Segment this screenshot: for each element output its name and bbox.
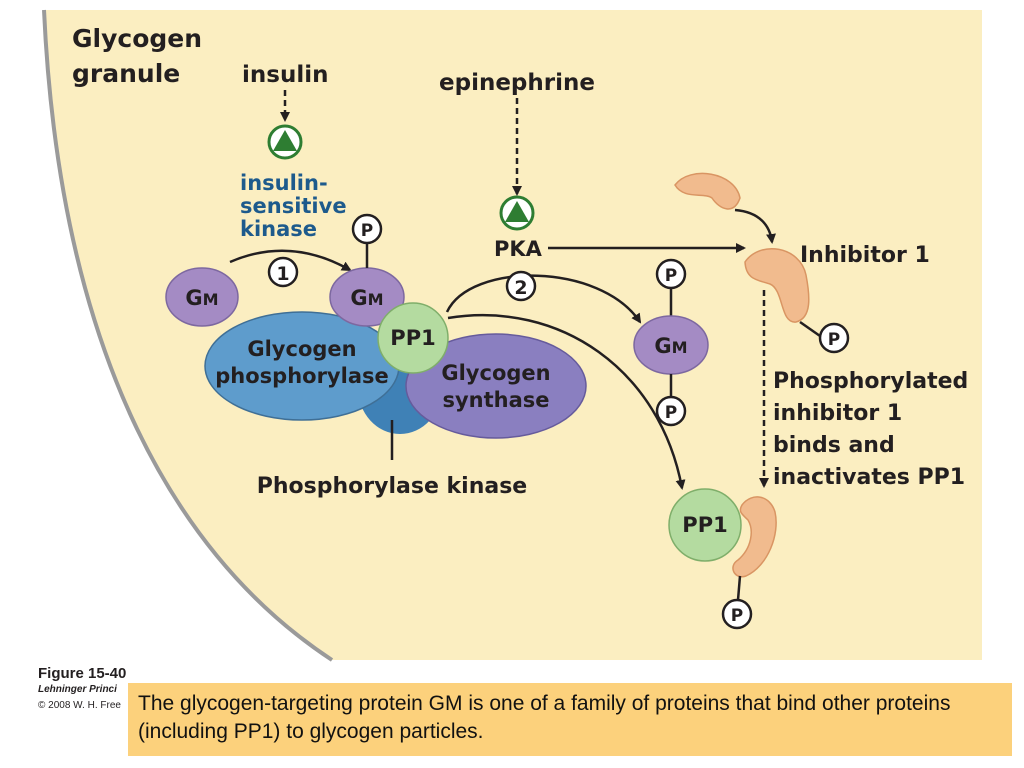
title-line2: granule [72, 59, 180, 88]
kinase-label-line2: sensitive [240, 194, 347, 218]
phosphate-gm-complex: P [351, 213, 383, 245]
svg-text:PP1: PP1 [390, 326, 435, 350]
svg-text:Glycogen: Glycogen [441, 361, 550, 385]
phosphate-gm-top: P [655, 258, 687, 290]
step2-arrow-to-gm [445, 274, 642, 324]
insulin-label: insulin [242, 62, 328, 88]
phosphate-inhibitor1: P [818, 322, 850, 354]
gm-protein-phosphorylated: GM [633, 315, 709, 375]
note-line1: Phosphorylated [773, 369, 968, 394]
inhibitor1-label: Inhibitor 1 [800, 243, 930, 268]
note-line3: binds and [773, 433, 895, 458]
step1-badge: 1 [267, 256, 299, 288]
note-line4: inactivates PP1 [773, 465, 965, 490]
insulin-receptor-icon [267, 124, 303, 160]
inhibitor1-free-shape [674, 172, 741, 210]
step1-arrow [229, 249, 352, 272]
inhibitor1-binding-arrow [734, 208, 776, 244]
glycogen-synthase: Glycogen synthase [405, 333, 587, 439]
granule-edge [42, 9, 334, 662]
title-line1: Glycogen [72, 24, 202, 53]
svg-text:GM: GM [185, 286, 218, 310]
phosphorylase-kinase-label: Phosphorylase kinase [257, 474, 527, 499]
gm-protein-complex: GM [329, 267, 405, 327]
svg-text:1: 1 [276, 263, 289, 285]
phosphate-gm-bottom: P [655, 395, 687, 427]
svg-text:2: 2 [514, 277, 527, 299]
phosphate-inhibitor1-bound: P [721, 598, 753, 630]
kinase-label-line1: insulin- [240, 171, 328, 195]
inhibitor1-shape [744, 247, 810, 323]
svg-text:Glycogen: Glycogen [247, 337, 356, 361]
svg-text:PP1: PP1 [682, 513, 727, 537]
svg-text:P: P [828, 330, 840, 350]
figure-copyright: © 2008 W. H. Free [38, 700, 121, 711]
svg-text:GM: GM [654, 334, 687, 358]
pp1-complex: PP1 [377, 302, 449, 374]
step2-arrow-to-pp1 [447, 313, 686, 490]
svg-text:phosphorylase: phosphorylase [215, 364, 388, 388]
note-line2: inhibitor 1 [773, 401, 902, 426]
svg-text:GM: GM [350, 286, 383, 310]
svg-text:P: P [665, 266, 677, 286]
figure-number: Figure 15-40 [38, 665, 127, 682]
figure-book-title: Lehninger Princi [38, 684, 117, 695]
pka-label: PKA [494, 237, 543, 261]
epinephrine-label: epinephrine [439, 70, 595, 96]
svg-text:P: P [731, 606, 743, 626]
glycogen-phosphorylase: Glycogen phosphorylase [204, 311, 400, 421]
caption-box: The glycogen-targeting protein GM is one… [128, 683, 1012, 756]
svg-text:synthase: synthase [442, 388, 549, 412]
svg-text:P: P [665, 403, 677, 423]
svg-text:P: P [361, 221, 373, 241]
pp1-inactivated: PP1 [668, 488, 742, 562]
epinephrine-receptor-icon [499, 195, 535, 231]
inhibitor1-bound-shape [732, 496, 777, 578]
step2-badge: 2 [505, 270, 537, 302]
kinase-label-line3: kinase [240, 217, 317, 241]
gm-protein-unphosphorylated: GM [165, 267, 239, 327]
